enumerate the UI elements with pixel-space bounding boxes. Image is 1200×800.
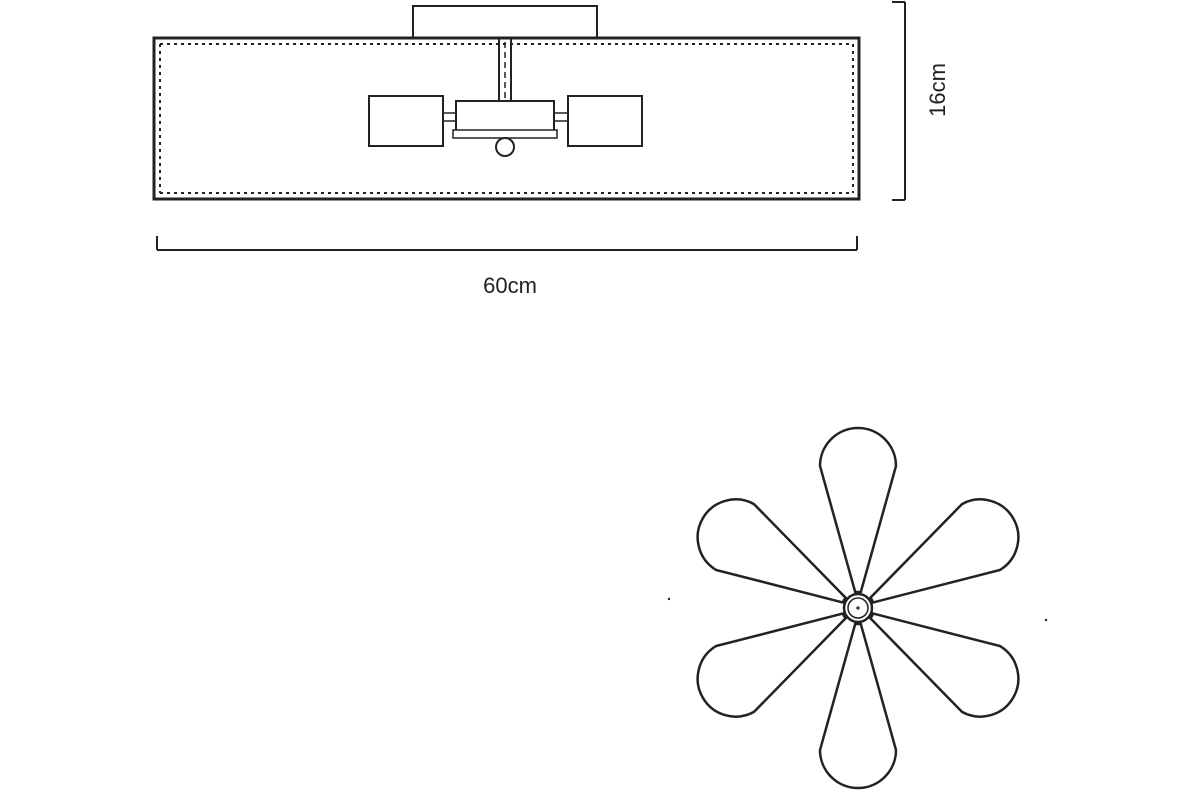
top-view bbox=[696, 426, 1020, 790]
width-dimension bbox=[156, 236, 858, 251]
width-label: 60cm bbox=[483, 273, 537, 298]
lamp-arms bbox=[443, 112, 568, 122]
ceiling-mount-plate bbox=[412, 5, 598, 39]
bulb-cup-left bbox=[368, 95, 444, 147]
petal-arm bbox=[868, 612, 1020, 718]
stray-dot-right bbox=[1044, 618, 1048, 622]
petal-arm bbox=[696, 612, 848, 718]
petal-arm bbox=[696, 498, 848, 604]
bulb-cup-right bbox=[567, 95, 643, 147]
side-view bbox=[152, 5, 861, 201]
petal-arm bbox=[818, 426, 898, 594]
bottom-finial bbox=[495, 137, 515, 157]
petal-arm bbox=[868, 498, 1020, 604]
central-hub-base bbox=[452, 129, 558, 139]
height-label: 16cm bbox=[925, 63, 950, 117]
height-dimension bbox=[892, 1, 906, 201]
stray-dot-left bbox=[667, 597, 671, 601]
central-stem bbox=[498, 38, 512, 102]
center-mark bbox=[856, 606, 860, 610]
petal-arm bbox=[818, 622, 898, 790]
